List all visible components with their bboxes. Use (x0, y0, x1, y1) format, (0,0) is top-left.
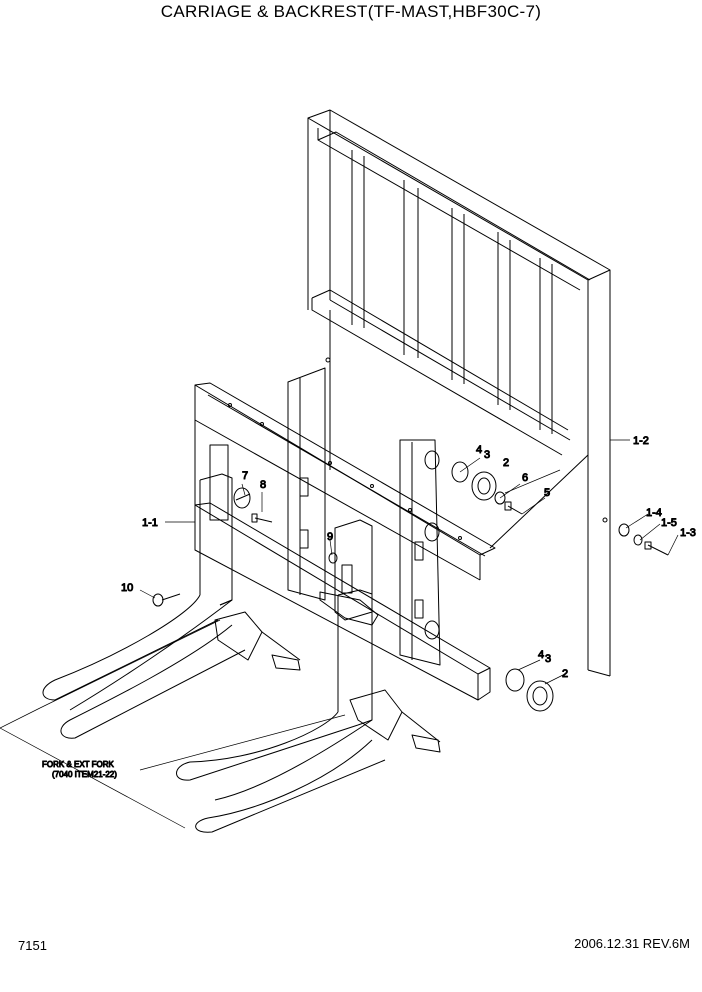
callout-1-5: 1-5 (661, 517, 677, 529)
fork-left (42, 473, 301, 739)
carriage (194, 367, 496, 701)
fork-note-line1: FORK & EXT FORK (42, 760, 115, 769)
callout-3-upper: 3 (484, 449, 490, 461)
callout-2-upper: 2 (503, 457, 509, 469)
leader-lines (0, 439, 679, 829)
hardware-lower-right (505, 668, 554, 712)
callout-1-2: 1-2 (633, 435, 649, 447)
page-title: CARRIAGE & BACKREST(TF-MAST,HBF30C-7) (160, 2, 542, 21)
backrest (307, 109, 611, 677)
fork-right (176, 589, 441, 833)
callout-2-lower: 2 (562, 668, 568, 680)
callout-6: 6 (522, 472, 528, 484)
callout-1-1: 1-1 (142, 517, 158, 529)
callout-3-lower: 3 (545, 653, 551, 665)
callout-1-3: 1-3 (680, 527, 696, 539)
callout-8: 8 (260, 479, 266, 491)
callout-4-upper: 4 (476, 444, 482, 456)
page-number: 7151 (18, 938, 47, 953)
fork-note-line2: (7040 ITEM21-22) (52, 770, 117, 779)
revision-date: 2006.12.31 REV.6M (574, 936, 690, 951)
callout-10: 10 (121, 582, 133, 594)
hardware-left (152, 487, 338, 607)
hardware-upper-right (451, 461, 523, 515)
callout-4-lower: 4 (538, 649, 544, 661)
callout-7: 7 (242, 470, 248, 482)
callout-5: 5 (544, 487, 550, 499)
callout-1-4: 1-4 (646, 507, 662, 519)
callout-9: 9 (327, 531, 333, 543)
hardware-backrest-bolt (618, 523, 669, 556)
